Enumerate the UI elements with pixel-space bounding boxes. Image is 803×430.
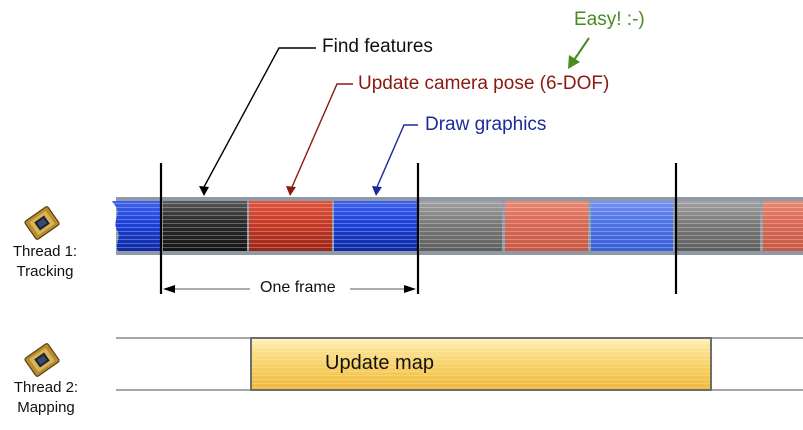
- mapping-timeline: [116, 337, 803, 391]
- one-frame-label: One frame: [260, 279, 336, 296]
- cpu-chip-icon: [24, 343, 60, 377]
- draw-graphics-callout: [372, 124, 418, 196]
- update-map-label: Update map: [325, 352, 434, 374]
- tracking-timeline: [112, 197, 803, 255]
- update-pose-callout: [286, 83, 353, 196]
- find-features-callout: [199, 47, 316, 196]
- cpu-chip-icon: [24, 206, 60, 240]
- one-frame-dimension-arrow: [163, 285, 416, 293]
- thread1-label: Thread 1: Tracking: [0, 242, 90, 282]
- thread2-name: Thread 2:: [13, 379, 79, 396]
- thread1-role: Tracking: [16, 263, 74, 280]
- thread2-label: Thread 2: Mapping: [1, 378, 91, 418]
- easy-callout-arrow: [568, 37, 590, 69]
- find-features-label: Find features: [322, 36, 433, 57]
- easy-annotation: Easy! :-): [574, 9, 645, 30]
- thread2-role: Mapping: [17, 399, 75, 416]
- draw-graphics-label: Draw graphics: [425, 114, 547, 135]
- update-pose-label: Update camera pose (6-DOF): [358, 73, 610, 94]
- thread1-name: Thread 1:: [12, 243, 78, 260]
